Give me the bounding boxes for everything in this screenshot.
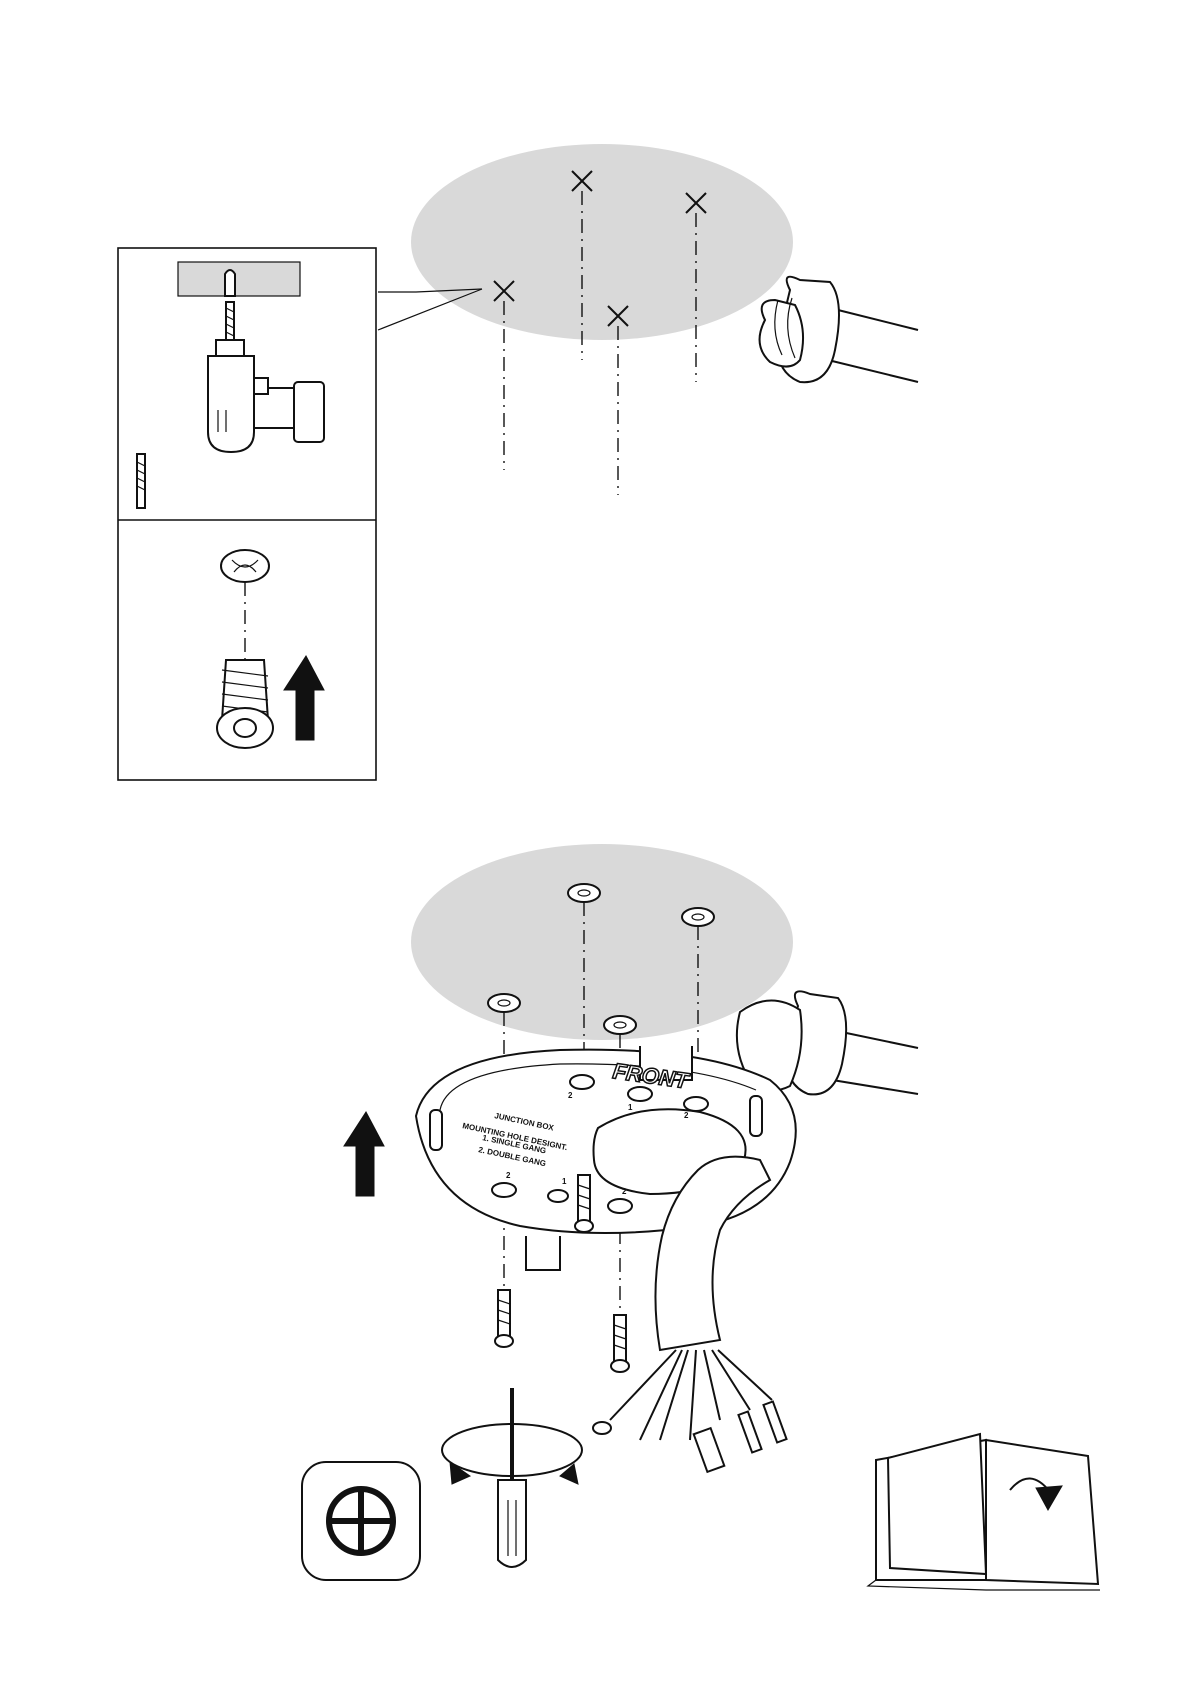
svg-text:2: 2 — [568, 1091, 573, 1100]
anchor-icon — [488, 994, 520, 1012]
svg-text:2: 2 — [506, 1171, 511, 1180]
anchor-icon — [604, 1016, 636, 1034]
screw-icon — [495, 1290, 513, 1347]
drill-bit-icon — [137, 454, 145, 508]
anchor-icon — [682, 908, 714, 926]
svg-text:1: 1 — [628, 1103, 633, 1112]
screw-icon — [611, 1315, 629, 1372]
ceiling-area — [411, 144, 793, 340]
step-1-drilling — [118, 144, 918, 780]
screw-icon — [575, 1175, 593, 1232]
ceiling-area — [411, 844, 793, 1040]
svg-text:2: 2 — [622, 1187, 627, 1196]
turn-page-icon — [868, 1434, 1100, 1590]
step-2-mounting: FRONT JUNCTION BOX MOUNTING HOLE DESIGNT… — [302, 844, 1100, 1590]
drill-icon — [178, 262, 324, 452]
svg-text:2: 2 — [684, 1111, 689, 1120]
push-up-arrow-icon — [344, 1112, 384, 1196]
fan-motor-icon — [760, 277, 918, 383]
screwdriver-icon — [442, 1388, 582, 1567]
push-up-arrow-icon — [284, 656, 324, 740]
phillips-screwdriver-icon — [302, 1462, 420, 1580]
svg-text:1: 1 — [562, 1177, 567, 1186]
wall-anchor-icon — [217, 550, 273, 748]
anchor-icon — [568, 884, 600, 902]
